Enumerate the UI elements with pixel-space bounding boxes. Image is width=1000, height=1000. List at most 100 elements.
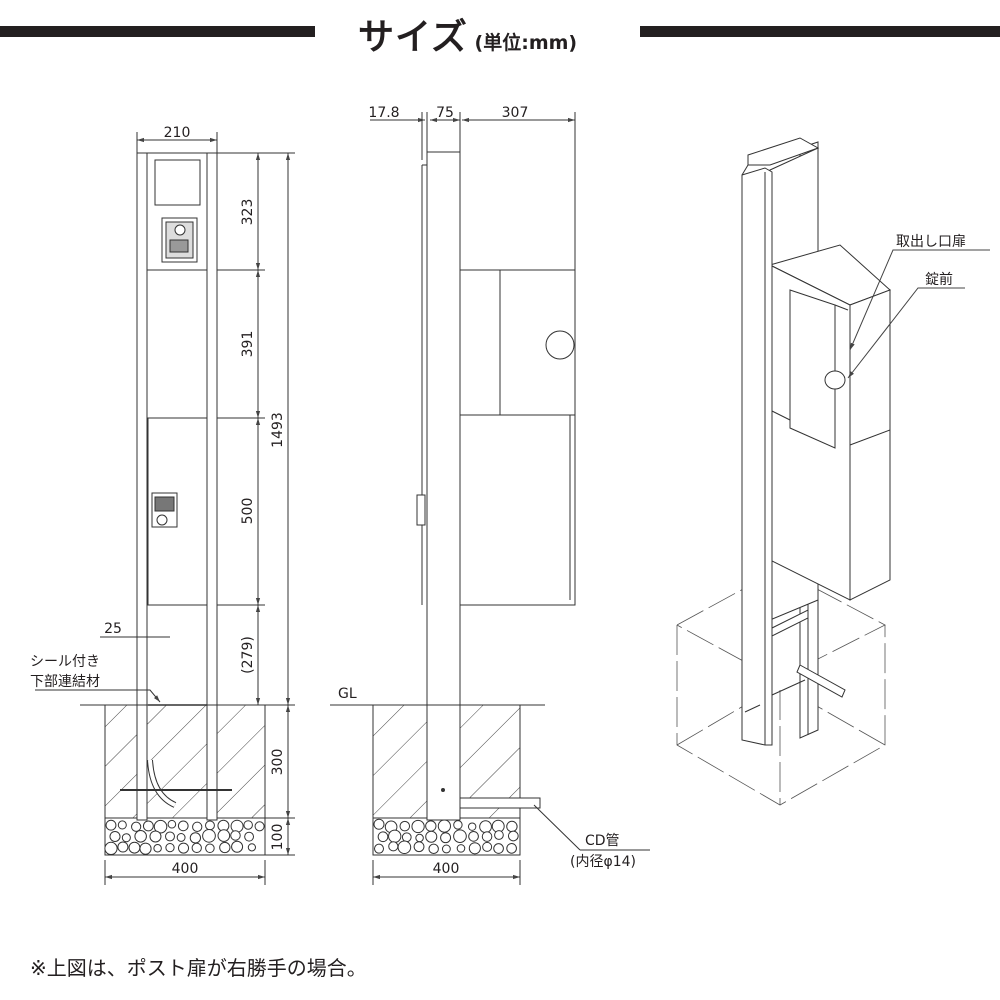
gravel-stone <box>373 818 385 830</box>
gravel-stone <box>399 820 411 832</box>
gravel-stone <box>244 831 255 842</box>
dim-307: 307 <box>502 105 529 121</box>
title-rule-right <box>640 26 1000 37</box>
gravel-stone <box>413 841 425 853</box>
gravel-stone <box>377 831 389 843</box>
gravel-stone <box>176 833 186 842</box>
iso-view <box>676 137 990 806</box>
gravel-stone <box>230 830 241 841</box>
gravel-stones-side <box>373 818 519 855</box>
gravel-stone <box>217 829 231 842</box>
gravel-stone <box>117 820 127 830</box>
page-title: サイズ (単位:mm) <box>358 8 577 60</box>
nameplate <box>154 159 201 206</box>
gravel-stone <box>494 830 504 840</box>
gravel-stone <box>231 840 244 853</box>
gravel-stone <box>243 820 253 830</box>
door-label: 取出し口扉 <box>896 234 966 250</box>
intercom-unit <box>161 217 198 263</box>
concrete-foundation-front <box>104 704 266 819</box>
gravel-stone <box>104 841 118 856</box>
dim-400-front: 400 <box>172 861 199 877</box>
gravel-stone <box>142 820 154 832</box>
middle-panel <box>146 269 208 419</box>
dim-279: (279) <box>240 636 256 674</box>
callout-seal: シール付き <box>30 654 100 670</box>
title-rule-left <box>0 26 315 37</box>
gravel-stone <box>230 819 244 833</box>
gravel-stone <box>468 842 481 855</box>
gravel-stone <box>493 843 504 854</box>
gravel-stone <box>467 822 477 831</box>
gravel-stone <box>479 820 492 834</box>
gravel-stone <box>149 830 162 843</box>
dim-210: 210 <box>164 125 191 141</box>
gravel-stone <box>205 820 215 831</box>
gravel-stone <box>177 820 189 832</box>
gravel-stone <box>121 833 131 843</box>
gravel-stone <box>373 843 385 854</box>
front-view-labels: 210 323 391 500 (279) 1493 300 100 400 2… <box>30 125 286 877</box>
gl-label: GL <box>338 686 357 702</box>
gravel-stone <box>411 819 425 834</box>
gravel-stone <box>441 844 451 854</box>
gravel-stone <box>437 819 451 833</box>
dim-25: 25 <box>104 621 122 637</box>
gravel-stone <box>117 841 129 853</box>
dim-323: 323 <box>240 199 256 226</box>
gravel-stone <box>165 831 175 842</box>
title-text: サイズ <box>358 17 468 58</box>
retrieval-door <box>789 289 836 449</box>
gravel-stone <box>482 841 493 852</box>
cd-pipe-spec: (内径φ14) <box>570 854 636 870</box>
gravel-stone <box>139 842 152 855</box>
gravel-stone <box>202 828 216 843</box>
dim-391: 391 <box>240 331 256 358</box>
footer-note: ※上図は、ポスト扉が右勝手の場合。 <box>30 956 367 980</box>
gravel-stone <box>388 829 402 843</box>
side-view-labels: 17.8 75 307 GL 400 CD管 (内径φ14) <box>338 105 636 877</box>
front-post <box>741 167 773 746</box>
dim-400-side: 400 <box>433 861 460 877</box>
gravel-stone <box>456 844 466 853</box>
gravel-stone <box>425 820 437 832</box>
callout-connector: 下部連結材 <box>30 674 100 690</box>
gravel-stone <box>109 830 121 843</box>
gravel-stone <box>453 820 463 830</box>
gravel-stone <box>388 841 399 852</box>
gravel-stone <box>397 840 412 855</box>
gravel-stone <box>153 819 168 834</box>
side-view <box>330 112 650 885</box>
gravel-stones-front <box>104 819 265 856</box>
gravel-stone <box>468 831 479 842</box>
gravel-stone <box>134 830 147 843</box>
gravel-stone <box>247 843 256 852</box>
dim-500: 500 <box>240 498 256 525</box>
gravel-stone <box>192 821 203 832</box>
gravel-stone <box>153 843 162 853</box>
cd-pipe-label: CD管 <box>585 833 620 849</box>
gravel-stone <box>425 830 438 843</box>
gravel-stone <box>191 842 202 854</box>
gravel-stone <box>105 819 117 831</box>
gravel-stone <box>506 820 518 833</box>
cd-pipe <box>459 797 541 809</box>
right-post <box>206 152 218 821</box>
dim-75: 75 <box>436 105 454 121</box>
gravel-stone <box>453 829 467 844</box>
gravel-stone <box>128 841 141 854</box>
dim-1493: 1493 <box>270 412 286 448</box>
side-post <box>426 151 461 821</box>
gravel-stone <box>177 842 190 854</box>
gravel-stone <box>219 841 231 854</box>
lock-label: 錠前 <box>925 271 953 288</box>
lock-side <box>545 330 575 360</box>
gravel-stone <box>254 821 265 832</box>
gravel-stone <box>415 833 424 843</box>
gravel-stone <box>165 842 175 853</box>
gravel-stone <box>131 821 142 832</box>
gravel-stone <box>428 843 439 855</box>
left-post <box>136 152 148 821</box>
mailbox-side <box>459 269 576 606</box>
